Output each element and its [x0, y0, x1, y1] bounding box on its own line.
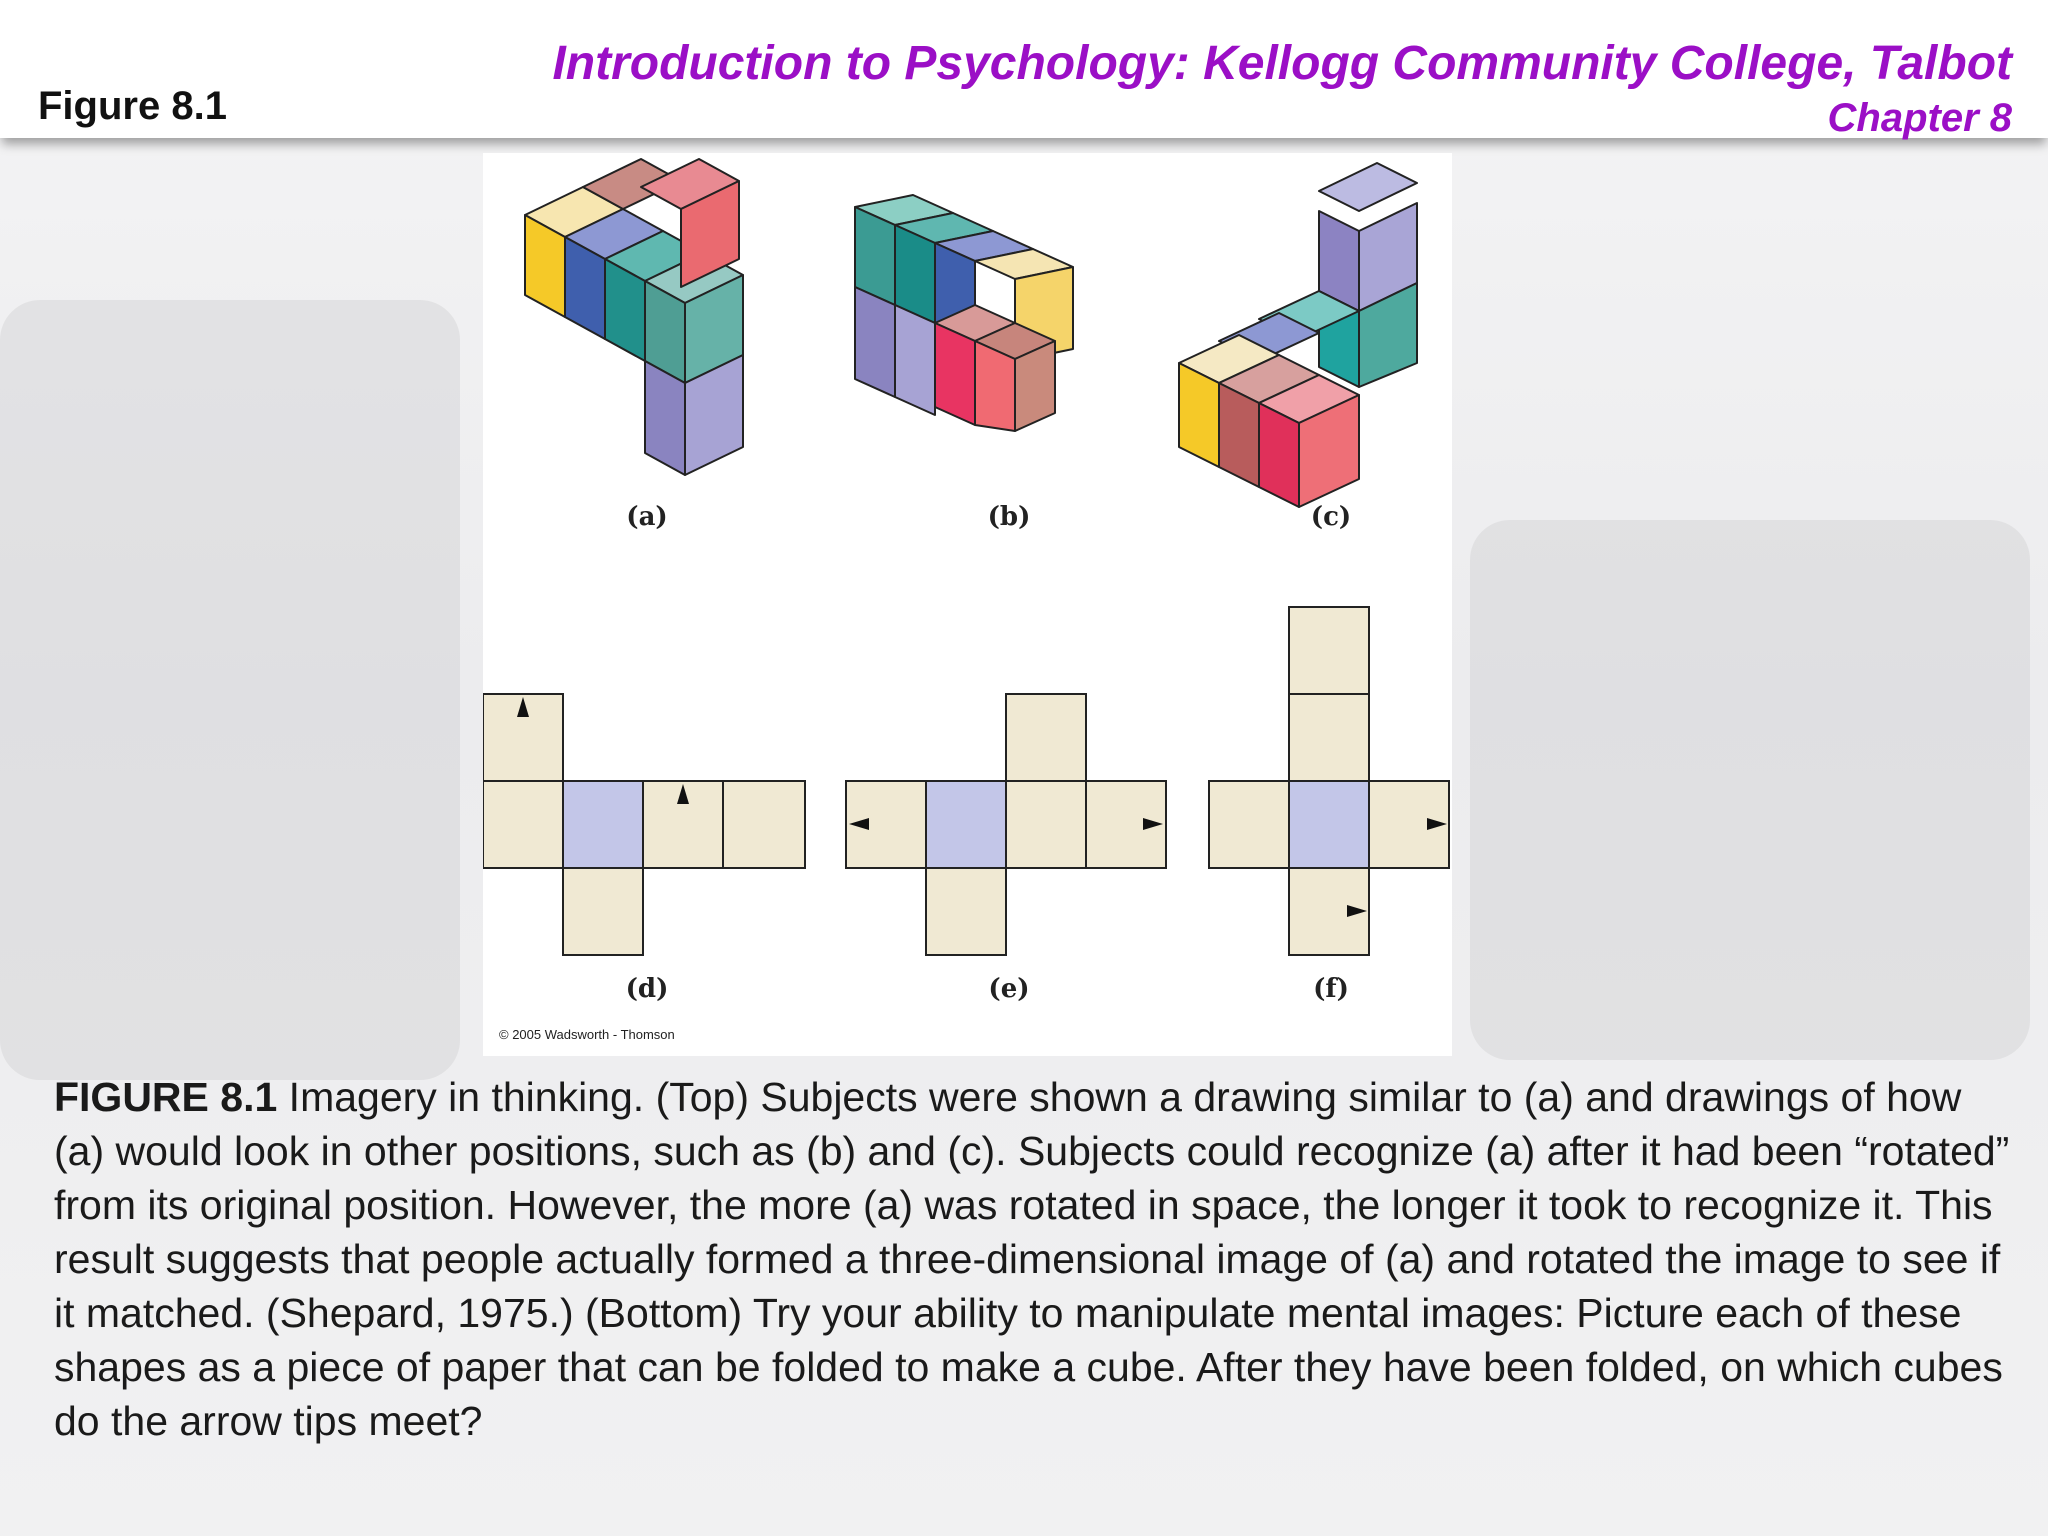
- copyright-notice: © 2005 Wadsworth - Thomson: [499, 1027, 675, 1042]
- cube-net-f: [1208, 606, 1450, 956]
- caption-lead: FIGURE 8.1: [54, 1074, 278, 1120]
- cube-shape-b: [854, 194, 1074, 432]
- panel-label-c: (c): [1311, 502, 1351, 532]
- slide-header: Figure 8.1 Introduction to Psychology: K…: [0, 0, 2048, 140]
- panel-label-a: (a): [626, 502, 667, 532]
- figure-image: (a) (b) (c): [483, 153, 1452, 1056]
- background-shape: [1470, 520, 2030, 1060]
- figure-caption: FIGURE 8.1 Imagery in thinking. (Top) Su…: [54, 1070, 2014, 1448]
- slide-title: Introduction to Psychology: Kellogg Comm…: [552, 37, 2012, 90]
- panel-label-e: (e): [988, 974, 1029, 1004]
- background-shape: [0, 300, 460, 1080]
- panel-label-d: (d): [626, 974, 669, 1004]
- cube-rotation-figure: (a) (b) (c): [483, 158, 1450, 1042]
- cube-shape-c: [1178, 162, 1418, 508]
- panel-label-f: (f): [1313, 974, 1349, 1004]
- panel-label-b: (b): [988, 502, 1031, 532]
- cube-shape-a: [524, 158, 744, 476]
- figure-label: Figure 8.1: [38, 84, 227, 128]
- chapter-label: Chapter 8: [1827, 96, 2013, 140]
- caption-text: Imagery in thinking. (Top) Subjects were…: [54, 1074, 2010, 1444]
- cube-net-d: [483, 693, 806, 956]
- cube-net-e: [845, 693, 1167, 956]
